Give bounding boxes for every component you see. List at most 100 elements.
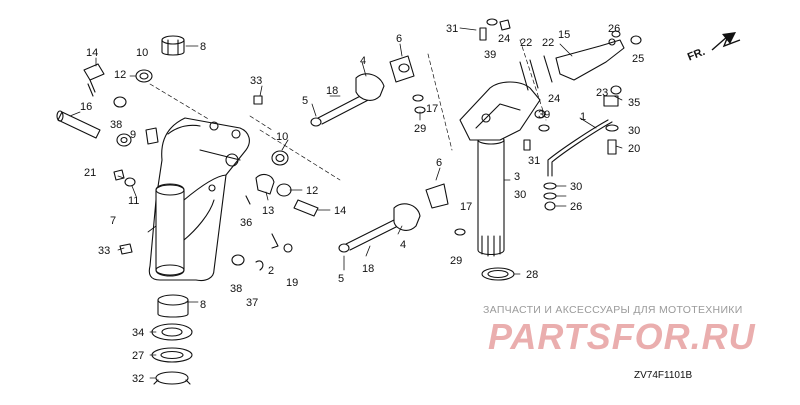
collar-12-top: [135, 69, 153, 83]
leader-lines: [69, 27, 623, 379]
washer-27: [151, 347, 193, 363]
plate-15: [555, 38, 625, 81]
callout-10b: 10: [276, 131, 288, 143]
callout-37: 37: [246, 297, 258, 309]
callout-14a: 14: [86, 47, 98, 59]
washer-30-low: [543, 192, 557, 200]
callout-33a: 33: [250, 75, 262, 87]
bolts-22: [519, 55, 553, 91]
callout-5b: 5: [338, 273, 344, 285]
callout-21: 21: [84, 167, 96, 179]
lever-13: [255, 173, 275, 195]
callout-7: 7: [110, 215, 116, 227]
bolt-33-bottom: [119, 243, 133, 255]
collar-35: [603, 95, 619, 107]
callout-17b: 17: [460, 201, 472, 213]
callout-numbers: 14 10 8 12 16 33 38 9 10 21 11 7 33 12 1…: [80, 23, 644, 385]
callout-38a: 38: [110, 119, 122, 131]
pin-14-right: [293, 199, 319, 217]
callout-25: 25: [632, 53, 644, 65]
steering-shaft: [477, 135, 505, 257]
collar-12-right: [276, 183, 292, 197]
front-direction-label: FR.: [686, 46, 707, 64]
bushing-10-right: [271, 150, 289, 166]
callout-31b: 31: [528, 155, 540, 167]
washer-upper-left: [113, 96, 127, 108]
callout-10a: 10: [136, 47, 148, 59]
callout-30a: 30: [628, 125, 640, 137]
callout-33b: 33: [98, 245, 110, 257]
callout-31a: 31: [446, 23, 458, 35]
steering-bracket: [459, 81, 541, 141]
nut-24: [499, 19, 511, 31]
nut-24-mid: [534, 109, 546, 119]
washer-30-upper: [605, 124, 619, 132]
callout-2: 2: [268, 265, 274, 277]
washer-17-upper: [412, 94, 424, 102]
callout-20: 20: [628, 143, 640, 155]
clip-37: [255, 260, 264, 271]
callout-18a: 18: [326, 85, 338, 97]
callout-11: 11: [128, 195, 139, 207]
swivel-case: [148, 117, 250, 282]
callout-30b: 30: [570, 181, 582, 193]
front-direction-arrow: FR.: [686, 32, 741, 64]
callout-15: 15: [558, 29, 570, 41]
callout-24a: 24: [498, 33, 510, 45]
callout-23: 23: [596, 87, 608, 99]
callout-27: 27: [132, 350, 144, 362]
screw-19: [283, 243, 293, 253]
nut-23: [610, 85, 622, 95]
washer-30-mid: [543, 182, 557, 190]
callout-16: 16: [80, 101, 92, 113]
nut-25: [630, 35, 642, 45]
callout-4b: 4: [400, 239, 406, 251]
callout-29a: 29: [414, 123, 426, 135]
damper-9: [145, 127, 159, 145]
callout-8b: 8: [200, 299, 206, 311]
bolt-20: [607, 139, 617, 155]
seal-ring-28: [481, 267, 515, 281]
callout-22a: 22: [520, 37, 532, 49]
bushing-38-bottom: [231, 254, 245, 266]
callout-24b: 24: [548, 93, 560, 105]
callout-34: 34: [132, 327, 144, 339]
callout-18b: 18: [362, 263, 374, 275]
pin-16: [56, 110, 101, 139]
callout-32: 32: [132, 373, 144, 385]
guide-lines: [149, 39, 547, 181]
bolt-21: [113, 169, 136, 187]
callout-30c: 30: [514, 189, 526, 201]
callout-9: 9: [130, 129, 136, 141]
callout-8a: 8: [200, 41, 206, 53]
watermark-tagline: ЗАПЧАСТИ И АКСЕССУАРЫ ДЛЯ МОТОТЕХНИКИ: [483, 304, 743, 316]
callout-35: 35: [628, 97, 640, 109]
callout-12b: 12: [306, 185, 318, 197]
diagram-code: ZV74F1101B: [634, 370, 693, 381]
callout-22b: 22: [542, 37, 554, 49]
bushing-10-top: [161, 35, 185, 56]
callout-4a: 4: [360, 55, 366, 67]
nut-26-top: [611, 30, 621, 38]
nut-26-bottom: [544, 201, 556, 211]
bolt-33-top: [253, 95, 263, 105]
callout-36: 36: [240, 217, 252, 229]
rod-1: [547, 119, 613, 177]
washer-39-top: [486, 18, 498, 26]
callout-29b: 29: [450, 255, 462, 267]
callout-38b: 38: [230, 283, 242, 295]
callout-6b: 6: [436, 157, 442, 169]
pin-14-top: [83, 63, 105, 97]
callout-39b: 39: [538, 109, 550, 121]
callout-5a: 5: [302, 95, 308, 107]
callout-13: 13: [262, 205, 274, 217]
bolt-31-mid: [523, 139, 531, 151]
bushing-8-bottom: [157, 294, 189, 318]
callout-14b: 14: [334, 205, 346, 217]
washer-39-mid: [538, 124, 550, 132]
trunnion-assembly-lower: [338, 183, 449, 253]
watermark-logo: PARTSFOR.RU: [488, 316, 756, 357]
bolt-31-top: [479, 27, 487, 41]
